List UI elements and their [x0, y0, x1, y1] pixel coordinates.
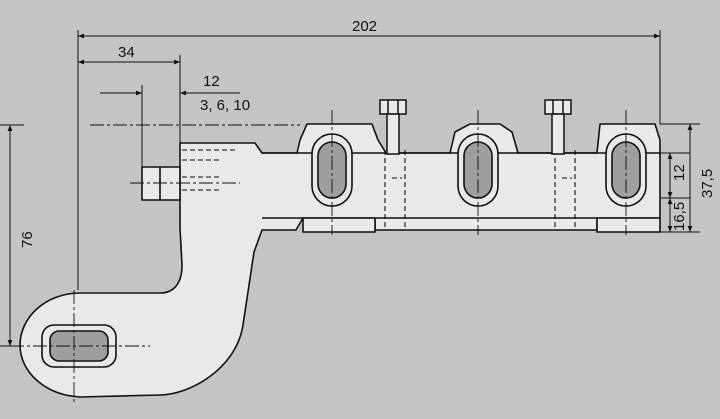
dim-34: 34 — [118, 44, 135, 61]
bottom-lug-right — [596, 218, 661, 233]
dim-37-5: 37,5 — [699, 169, 716, 198]
dim-202: 202 — [352, 18, 377, 35]
dim-pin-diameters: 3, 6, 10 — [200, 97, 250, 114]
hidden-lines — [182, 149, 576, 230]
dimension-lines — [0, 30, 700, 347]
pin-stub — [141, 166, 181, 201]
dimension-labels: 202 34 12 3, 6, 10 76 12 16,5 37,5 — [19, 18, 716, 248]
center-lines — [10, 110, 627, 405]
bolt-2 — [544, 99, 572, 155]
dim-12-pin: 12 — [203, 73, 220, 90]
dim-76: 76 — [19, 231, 36, 248]
clamp-part — [19, 123, 661, 398]
dim-16-5: 16,5 — [671, 202, 688, 231]
bottom-lug-left — [302, 218, 376, 233]
dim-12-rail: 12 — [671, 164, 688, 181]
bolt-1 — [379, 99, 407, 155]
